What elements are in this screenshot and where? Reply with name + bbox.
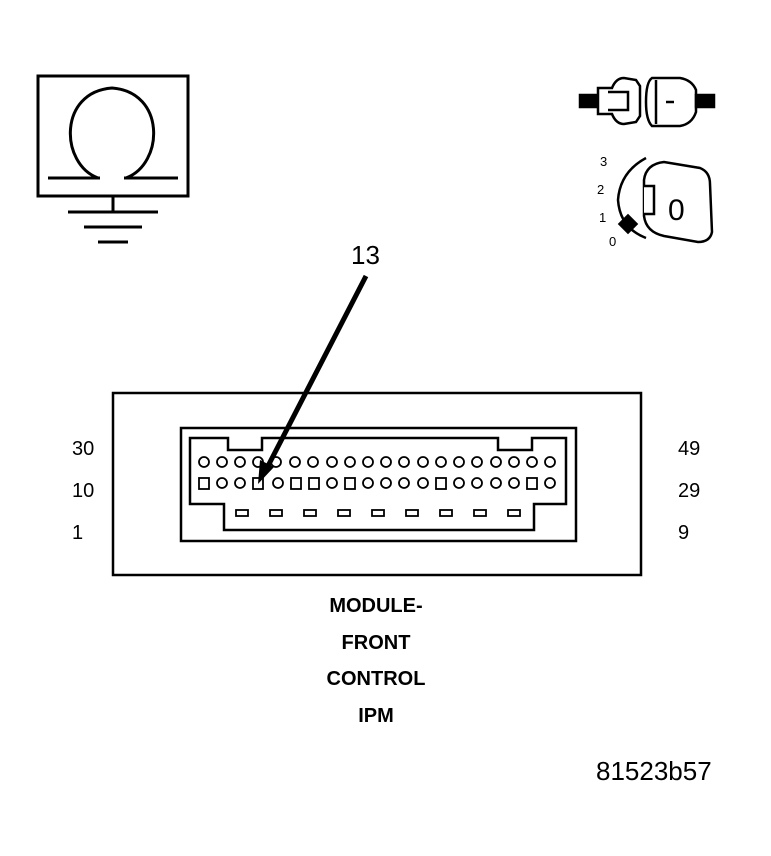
connector-body xyxy=(111,391,643,577)
pin-cavity-bottom-1 xyxy=(235,509,249,517)
pin-cavity-bottom-8 xyxy=(473,509,487,517)
ignition-position-0: 0 xyxy=(609,234,616,249)
pin-label-right-middle: 29 xyxy=(678,480,701,502)
pin-cavity-top-16 xyxy=(471,456,483,468)
pin-cavity-top-9 xyxy=(344,456,356,468)
pin-cavity-top-1 xyxy=(198,456,210,468)
pin-cavity-middle-2 xyxy=(216,477,228,489)
figure-id: 81523b57 xyxy=(596,756,712,786)
module-title-line-4: IPM xyxy=(358,705,394,727)
module-title-line-3: CONTROL xyxy=(326,668,426,690)
pin-cavity-middle-14 xyxy=(435,477,447,490)
pin-cavity-top-15 xyxy=(453,456,465,468)
pin-label-left-top: 30 xyxy=(72,438,95,460)
pin-cavity-top-18 xyxy=(508,456,520,468)
ohmmeter-ground-icon xyxy=(36,74,190,244)
ignition-key-label: 0 xyxy=(668,194,685,227)
pin-cavity-bottom-9 xyxy=(507,509,521,517)
pin-cavity-middle-20 xyxy=(544,477,556,489)
pin-cavity-middle-7 xyxy=(308,477,320,490)
pin-cavity-middle-3 xyxy=(234,477,246,489)
pin-label-left-bottom: 1 xyxy=(72,522,84,544)
pin-cavity-middle-17 xyxy=(490,477,502,489)
pin-cavity-top-10 xyxy=(362,456,374,468)
pin-cavity-middle-11 xyxy=(380,477,392,489)
pin-cavity-bottom-6 xyxy=(405,509,419,517)
pin-cavity-middle-13 xyxy=(417,477,429,489)
pin-cavity-middle-18 xyxy=(508,477,520,489)
pin-cavity-bottom-5 xyxy=(371,509,385,517)
pin-label-right-bottom: 9 xyxy=(678,522,690,544)
pin-cavity-top-3 xyxy=(234,456,246,468)
ignition-position-labels: 3 2 1 0 0 xyxy=(597,154,685,249)
pin-cavity-top-7 xyxy=(307,456,319,468)
callout-arrow xyxy=(258,274,369,484)
pin-cavity-top-6 xyxy=(289,456,301,468)
pin-cavity-middle-10 xyxy=(362,477,374,489)
connector-pin-cavities xyxy=(198,456,556,517)
callout-pin-number: 13 xyxy=(351,240,380,270)
pin-cavity-middle-12 xyxy=(398,477,410,489)
pin-cavity-middle-1 xyxy=(198,477,210,490)
ignition-position-1: 1 xyxy=(599,210,606,225)
pin-cavity-bottom-2 xyxy=(269,509,283,517)
pin-label-left-middle: 10 xyxy=(72,480,95,502)
pin-cavity-top-8 xyxy=(326,456,338,468)
pin-cavity-middle-9 xyxy=(344,477,356,490)
ignition-key-icon xyxy=(616,156,714,244)
pin-label-right-top: 49 xyxy=(678,438,701,460)
pin-cavity-bottom-4 xyxy=(337,509,351,517)
pin-cavity-top-17 xyxy=(490,456,502,468)
disconnected-connector-icon xyxy=(578,76,716,128)
pin-cavity-middle-5 xyxy=(272,477,284,489)
pin-cavity-middle-8 xyxy=(326,477,338,489)
pin-cavity-middle-4 xyxy=(252,477,264,490)
pin-cavity-middle-15 xyxy=(453,477,465,489)
module-title-line-1: MODULE- xyxy=(329,595,423,617)
pin-cavity-top-2 xyxy=(216,456,228,468)
ignition-position-2: 2 xyxy=(597,182,604,197)
pin-cavity-top-14 xyxy=(435,456,447,468)
pin-cavity-bottom-3 xyxy=(303,509,317,517)
pin-cavity-top-12 xyxy=(398,456,410,468)
pin-cavity-top-20 xyxy=(544,456,556,468)
module-title-line-2: FRONT xyxy=(341,632,411,654)
pin-cavity-top-13 xyxy=(417,456,429,468)
pin-cavity-top-11 xyxy=(380,456,392,468)
ignition-position-3: 3 xyxy=(600,154,607,169)
pin-cavity-bottom-7 xyxy=(439,509,453,517)
pin-cavity-middle-19 xyxy=(526,477,538,490)
pin-cavity-top-19 xyxy=(526,456,538,468)
pin-cavity-middle-16 xyxy=(471,477,483,489)
pin-cavity-middle-6 xyxy=(290,477,302,490)
